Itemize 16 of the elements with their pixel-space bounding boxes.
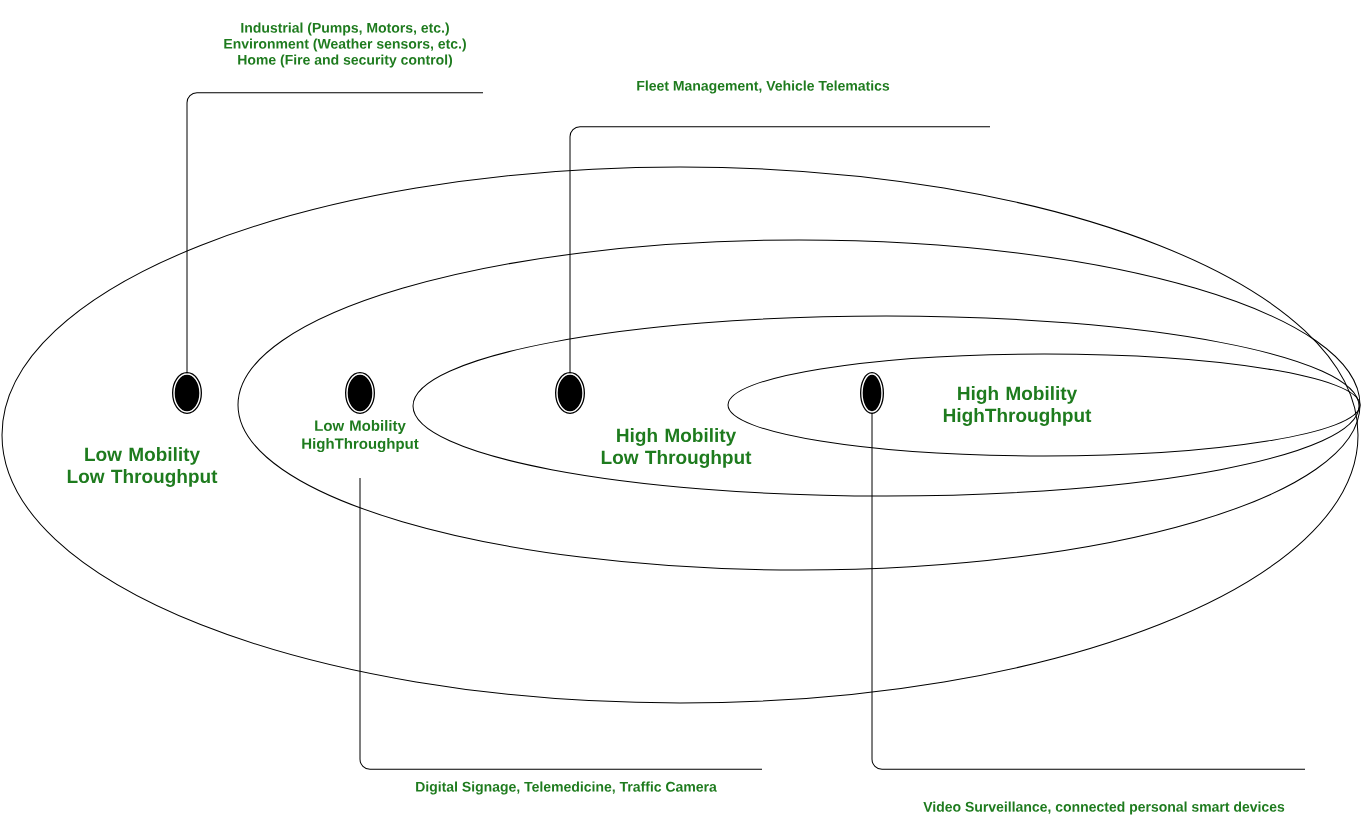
dot (345, 372, 375, 414)
leader-line (186, 92, 484, 374)
region-label: High Mobility HighThroughput (943, 386, 1092, 426)
region-label: High Mobility Low Throughput (601, 428, 752, 468)
region-label: Low Mobility HighThroughput (302, 420, 419, 453)
annotation-text: Industrial (Pumps, Motors, etc.) Environment (Weather sensors, etc.) Home (Fire and security control) (224, 22, 466, 68)
leader-line (569, 126, 991, 374)
dot (172, 372, 202, 414)
annotation-text: Video Surveillance, connected personal smart devices (923, 801, 1285, 815)
leader-line (359, 477, 763, 770)
dot (860, 372, 884, 414)
dot (555, 372, 585, 414)
region-label: Low Mobility Low Throughput (67, 447, 218, 487)
annotation-text: Digital Signage, Telemedicine, Traffic Camera (416, 781, 717, 795)
annotation-text: Fleet Management, Vehicle Telematics (637, 80, 890, 94)
leader-line (871, 412, 1306, 770)
